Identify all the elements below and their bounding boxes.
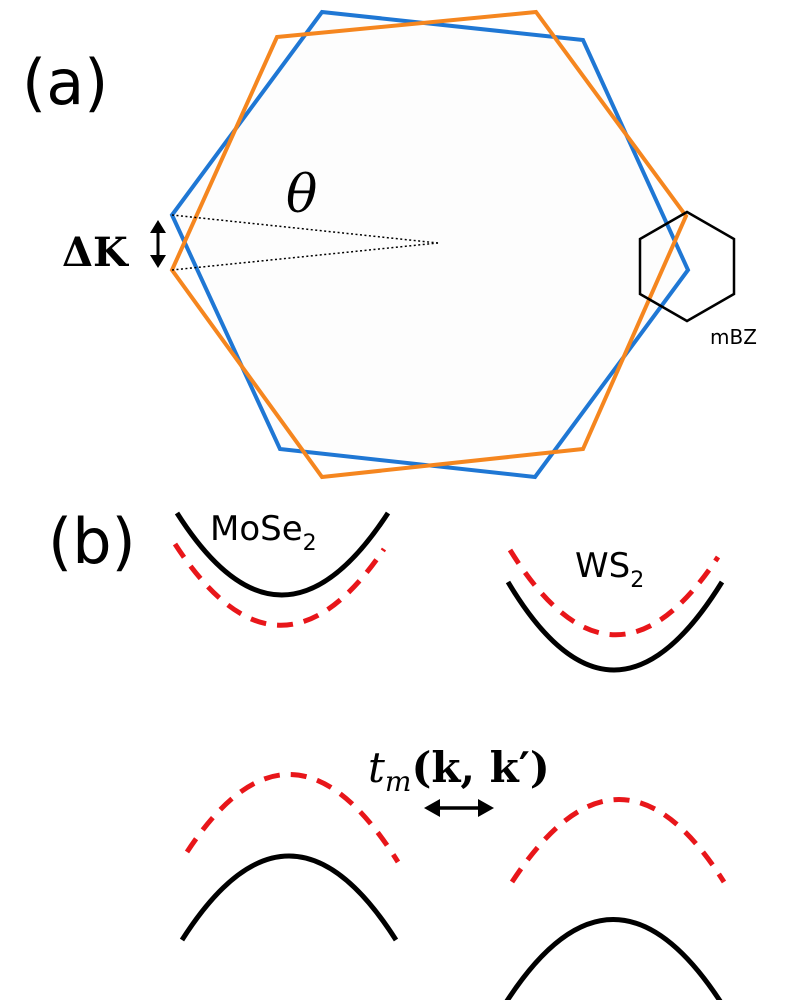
ws2-solid-band <box>505 580 725 673</box>
twist-angle-label: θ <box>286 165 317 225</box>
left-solid-valence-band <box>179 853 399 942</box>
tunneling-double-arrow <box>424 799 494 817</box>
ws2-dashed-band <box>507 548 721 638</box>
delta-k-label: ΔK <box>62 229 129 276</box>
panel-a-label: (a) <box>22 46 108 119</box>
mbz-label: mBZ <box>710 325 757 349</box>
moire-brillouin-zone-hexagon <box>638 210 736 323</box>
tunneling-label: tm(k, k′) <box>368 743 550 798</box>
ws2-label: WS2 <box>575 546 644 593</box>
delta-k-double-arrow <box>150 220 166 268</box>
right-dashed-valence-band <box>509 797 727 884</box>
brillouin-zone-hexagon-1 <box>169 9 691 480</box>
mose2-label: MoSe2 <box>210 509 317 556</box>
right-solid-valence-band <box>504 917 723 1000</box>
panel-b-label: (b) <box>48 505 136 578</box>
mose2-solid-band <box>174 511 391 598</box>
mose2-dashed-band <box>172 542 387 628</box>
left-dashed-valence-band <box>184 771 401 864</box>
